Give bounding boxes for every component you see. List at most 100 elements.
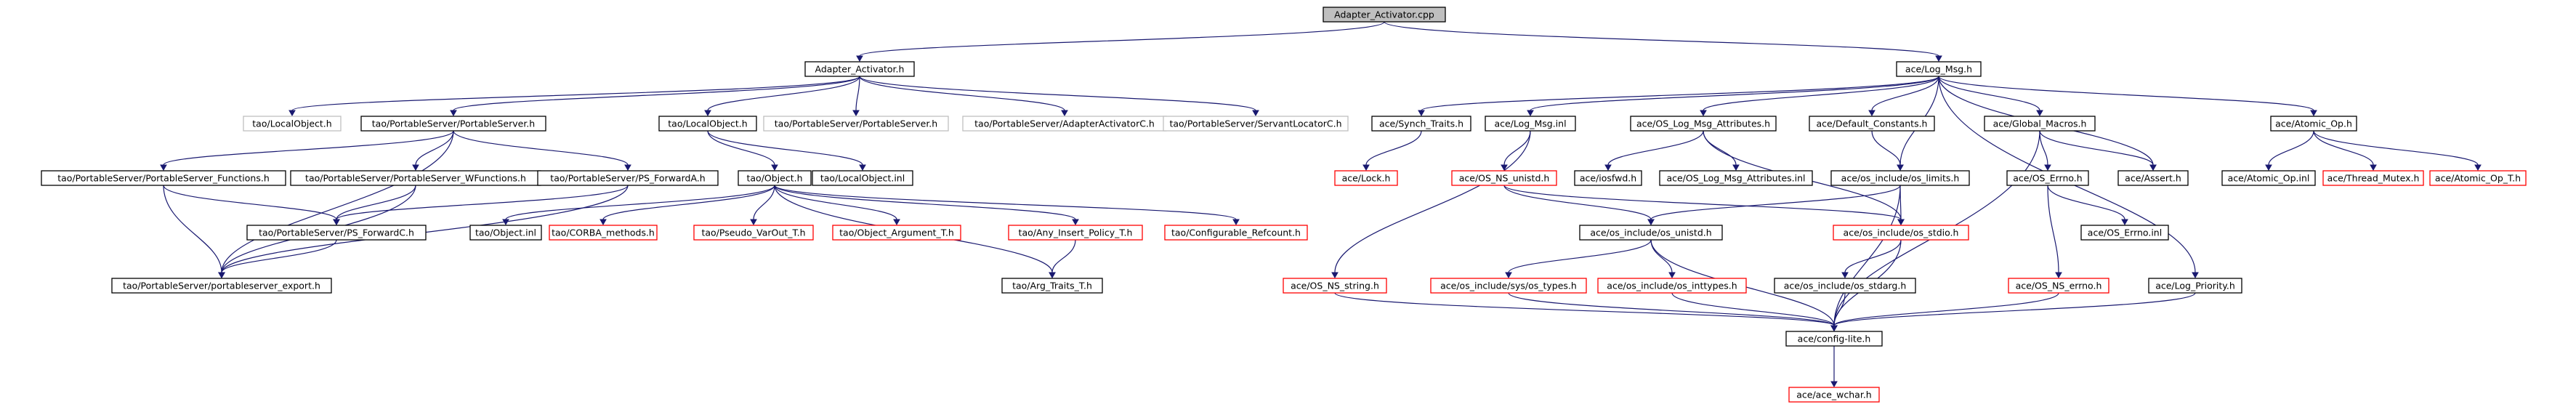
edge-ace_atomic_op_h-to-ace_thread_mutex_h [2313,130,2377,172]
node-ace_os_log_msg_attributes_inl[interactable]: ace/OS_Log_Msg_Attributes.inl [1659,170,1813,186]
node-tao_ps_functions_h[interactable]: tao/PortableServer/PortableServer_Functi… [41,170,286,186]
node-label: Adapter_Activator.h [815,64,905,75]
node-ace_lock_h[interactable]: ace/Lock.h [1334,170,1398,186]
node-ace_os_include_sys_os_types_h[interactable]: ace/os_include/sys/os_types.h [1430,278,1587,294]
node-label: tao/PortableServer/PS_ForwardC.h [259,227,414,238]
node-label: Adapter_Activator.cpp [1334,9,1434,20]
node-box [2270,116,2357,132]
node-label: ace/Atomic_Op.inl [2228,173,2310,184]
node-tao_ps_forwardc_h[interactable]: tao/PortableServer/PS_ForwardC.h [246,225,427,241]
node-ace_config_lite_h[interactable]: ace/config-lite.h [1785,331,1883,347]
node-label: ace/Atomic_Op.h [2275,118,2352,129]
node-ace_os_ns_string_h[interactable]: ace/OS_NS_string.h [1283,278,1387,294]
node-label: ace/OS_Log_Msg_Attributes.inl [1666,173,1805,184]
node-label: tao/Object.inl [475,227,536,238]
node-box [832,225,961,241]
node-label: tao/LocalObject.inl [820,173,905,184]
node-label: tao/PortableServer/PortableServer_Functi… [57,173,270,184]
edge-ace_os_include_os_unistd_h-to-ace_os_include_sys_os_types_h [1505,239,1652,279]
edge-ace_os_include_os_limits_h-to-ace_config_lite_h [1830,185,1901,332]
node-ace_atomic_op_t_h[interactable]: ace/Atomic_Op_T.h [2429,170,2527,186]
node-tao_servantlocatorc_h[interactable]: tao/PortableServer/ServantLocatorC.h [1163,116,1349,132]
node-tao_localobject_h[interactable]: tao/LocalObject.h [658,116,757,132]
edge-adapter_activator_h-to-tao_portableserver_h_gray [852,76,860,117]
node-tao_object_argument_t_h[interactable]: tao/Object_Argument_T.h [832,225,961,241]
node-label: ace/os_include/os_unistd.h [1590,227,1711,238]
node-ace_os_include_os_stdio_h[interactable]: ace/os_include/os_stdio.h [1833,225,1969,241]
edge-tao_localobject_h-to-tao_localobject_inl [707,130,866,172]
node-ace_thread_mutex_h[interactable]: ace/Thread_Mutex.h [2322,170,2424,186]
edge-ace_os_ns_unistd_h-to-ace_os_include_os_unistd_h [1503,185,1655,226]
node-tao_object_inl[interactable]: tao/Object.inl [469,225,542,241]
node-box [469,225,542,241]
edge-ace_os_errno_h-to-ace_os_errno_inl [2047,185,2128,226]
node-tao_any_insert_policy_t_h[interactable]: tao/Any_Insert_Policy_T.h [1008,225,1143,241]
node-ace_default_constants_h[interactable]: ace/Default_Constants.h [1809,116,1935,132]
node-box [738,170,812,186]
node-label: ace/config-lite.h [1798,334,1871,344]
node-ace_os_ns_unistd_h[interactable]: ace/OS_NS_unistd.h [1451,170,1557,186]
node-box [763,116,949,132]
node-tao_localobject_h_gray[interactable]: tao/LocalObject.h [243,116,342,132]
node-tao_adapteractivatorc_h[interactable]: tao/PortableServer/AdapterActivatorC.h [962,116,1167,132]
node-label: tao/PortableServer/PS_ForwardA.h [550,173,705,184]
edge-ace_atomic_op_h-to-ace_atomic_op_inl [2265,130,2314,172]
node-box [1371,116,1471,132]
node-ace_synch_traits_h[interactable]: ace/Synch_Traits.h [1371,116,1471,132]
node-ace_log_msg_h[interactable]: ace/Log_Msg.h [1896,61,1982,77]
edge-ace_log_msg_h-to-ace_atomic_op_h [1938,76,2317,117]
node-tao_portableserver_h[interactable]: tao/PortableServer/PortableServer.h [360,116,546,132]
edge-tao_ps_functions_h-to-tao_ps_forwardc_h [163,185,340,226]
node-box [1630,116,1777,132]
node-box [2080,225,2169,241]
node-adapter_activator_h[interactable]: Adapter_Activator.h [804,61,915,77]
node-ace_os_log_msg_attributes_h[interactable]: ace/OS_Log_Msg_Attributes.h [1630,116,1777,132]
node-label: ace/OS_Errno.inl [2088,227,2162,238]
node-tao_pseudo_varout_t_h[interactable]: tao/Pseudo_VarOut_T.h [693,225,814,241]
node-adapter_activator_cpp[interactable]: Adapter_Activator.cpp [1323,7,1446,23]
node-ace_log_priority_h[interactable]: ace/Log_Priority.h [2148,278,2242,294]
edge-tao_portableserver_h-to-tao_ps_functions_h [160,130,454,172]
node-box [804,61,915,77]
node-ace_ace_wchar_h[interactable]: ace/ace_wchar.h [1788,387,1880,403]
node-ace_os_include_os_stdarg_h[interactable]: ace/os_include/os_stdarg.h [1774,278,1916,294]
edge-ace_os_ns_unistd_h-to-ace_os_include_os_stdio_h [1503,185,1905,226]
node-label: ace/os_include/os_stdarg.h [1784,281,1907,291]
node-tao_ps_wfunctions_h[interactable]: tao/PortableServer/PortableServer_WFunct… [290,170,541,186]
node-label: ace/OS_Log_Msg_Attributes.h [1636,118,1770,129]
node-tao_corba_methods_h[interactable]: tao/CORBA_methods.h [549,225,658,241]
node-box [246,225,427,241]
node-ace_os_include_os_unistd_h[interactable]: ace/os_include/os_unistd.h [1579,225,1723,241]
node-label: tao/CORBA_methods.h [552,227,655,238]
node-ace_os_ns_errno_h[interactable]: ace/OS_NS_errno.h [2008,278,2109,294]
node-ace_atomic_op_inl[interactable]: ace/Atomic_Op.inl [2221,170,2316,186]
node-ace_log_msg_inl[interactable]: ace/Log_Msg.inl [1485,116,1576,132]
node-tao_configurable_refcount_h[interactable]: tao/Configurable_Refcount.h [1164,225,1308,241]
edge-ace_config_lite_h-to-ace_ace_wchar_h [1830,345,1838,388]
node-ace_os_errno_inl[interactable]: ace/OS_Errno.inl [2080,225,2169,241]
node-label: tao/Object.h [746,173,802,184]
edge-ace_log_msg_h-to-ace_global_macros_h [1938,76,2043,117]
node-tao_portableserver_h_gray[interactable]: tao/PortableServer/PortableServer.h [763,116,949,132]
node-ace_atomic_op_h[interactable]: ace/Atomic_Op.h [2270,116,2357,132]
node-label: ace/Lock.h [1342,173,1391,184]
edge-ace_os_include_os_limits_h-to-ace_os_include_os_unistd_h [1647,185,1901,226]
node-tao_localobject_inl[interactable]: tao/LocalObject.inl [812,170,913,186]
node-ace_assert_h[interactable]: ace/Assert.h [2117,170,2189,186]
edge-tao_object_h-to-tao_object_argument_t_h [774,185,900,226]
edge-tao_any_insert_policy_t_h-to-tao_arg_traits_t_h [1049,239,1076,279]
node-box [1896,61,1982,77]
node-ace_os_include_os_limits_h[interactable]: ace/os_include/os_limits.h [1830,170,1970,186]
node-ace_os_include_os_inttypes_h[interactable]: ace/os_include/os_inttypes.h [1597,278,1747,294]
node-ace_os_errno_h[interactable]: ace/OS_Errno.h [2006,170,2089,186]
node-label: ace/Default_Constants.h [1817,118,1928,129]
node-tao_ps_forwarda_h[interactable]: tao/PortableServer/PS_ForwardA.h [537,170,719,186]
node-label: tao/LocalObject.h [668,118,747,129]
node-tao_ps_export_h[interactable]: tao/PortableServer/portableserver_export… [111,278,332,294]
node-tao_object_h[interactable]: tao/Object.h [738,170,812,186]
node-box [243,116,342,132]
node-ace_global_macros_h[interactable]: ace/Global_Macros.h [1984,116,2096,132]
node-ace_iosfwd_h[interactable]: ace/iosfwd.h [1574,170,1642,186]
node-tao_arg_traits_t_h[interactable]: tao/Arg_Traits_T.h [1001,278,1103,294]
